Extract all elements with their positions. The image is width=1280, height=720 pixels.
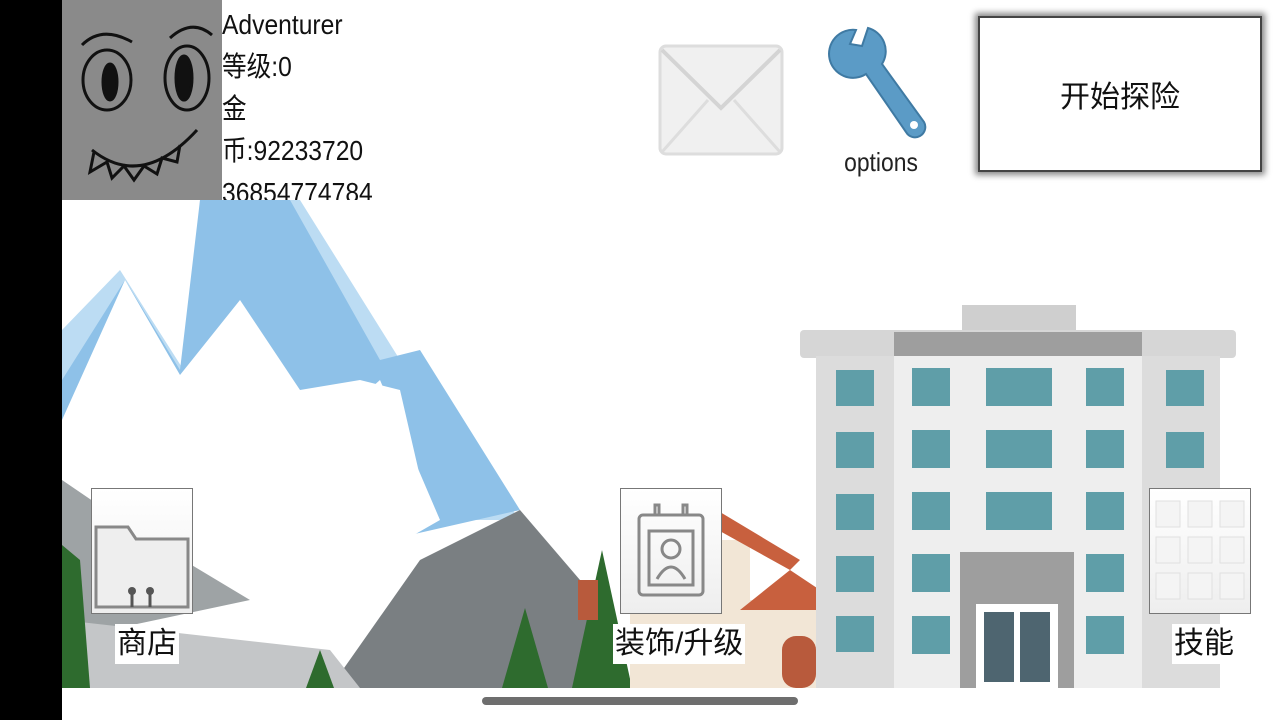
avatar[interactable]: [62, 0, 222, 200]
gold-value-cont: 36854774784: [222, 177, 373, 200]
id-card-icon: [637, 503, 705, 597]
grid-icon: [1155, 500, 1245, 600]
options-label: options: [844, 147, 918, 177]
tree: [306, 650, 334, 688]
start-adventure-button[interactable]: 开始探险: [978, 16, 1262, 172]
player-level: 等级:0: [222, 51, 292, 82]
mountain-snow-2: [200, 380, 440, 600]
player-info: Adventurer 等级:0 金 币:92233720 36854774784: [222, 4, 392, 200]
envelope-icon: [658, 44, 784, 156]
rock-mountain: [330, 510, 620, 688]
tree: [62, 545, 90, 688]
mail-button[interactable]: [658, 44, 784, 156]
skills-button[interactable]: [1149, 488, 1251, 614]
decorate-upgrade-button[interactable]: [620, 488, 722, 614]
left-black-bar: [0, 0, 62, 720]
skills-label: 技能: [1172, 624, 1236, 664]
options-button[interactable]: options: [826, 22, 936, 182]
shop-button[interactable]: [91, 488, 193, 614]
folder-icon: [94, 525, 190, 609]
shop-label: 商店: [115, 624, 179, 664]
face-icon: [80, 25, 213, 183]
decorate-upgrade-label: 装饰/升级: [613, 624, 746, 664]
player-name: Adventurer: [222, 9, 343, 40]
wrench-icon: [828, 26, 927, 139]
gold-value: 币:92233720: [222, 135, 364, 166]
home-indicator[interactable]: [482, 697, 798, 705]
tree: [502, 608, 548, 688]
gold-label: 金: [222, 93, 247, 124]
